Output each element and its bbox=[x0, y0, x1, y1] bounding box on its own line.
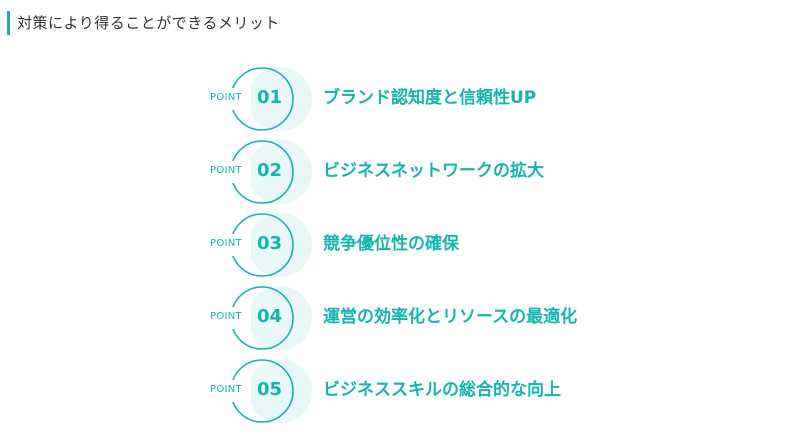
point-label: POINT bbox=[210, 165, 242, 176]
point-circle-icon bbox=[205, 67, 312, 131]
point-badge: POINT 03 bbox=[205, 212, 315, 278]
point-badge: POINT 01 bbox=[205, 66, 315, 132]
point-badge: POINT 04 bbox=[205, 285, 315, 351]
point-label: POINT bbox=[210, 384, 242, 395]
point-item: POINT 02 ビジネスネットワークの拡大 bbox=[205, 139, 725, 212]
point-number: 04 bbox=[257, 306, 283, 327]
point-text: 運営の効率化とリソースの最適化 bbox=[323, 307, 578, 327]
point-number: 05 bbox=[257, 379, 283, 400]
point-text: ビジネススキルの総合的な向上 bbox=[323, 380, 561, 400]
point-label: POINT bbox=[210, 311, 242, 322]
point-circle-icon bbox=[205, 286, 312, 350]
point-circle-icon bbox=[205, 359, 312, 423]
point-number: 01 bbox=[257, 87, 283, 108]
section-title: 対策により得ることができるメリット bbox=[7, 11, 280, 35]
point-item: POINT 03 競争優位性の確保 bbox=[205, 212, 725, 285]
points-list: POINT 01 ブランド認知度と信頼性UP POINT 02 ビジネスネットワ… bbox=[205, 66, 725, 431]
point-text: 競争優位性の確保 bbox=[323, 234, 459, 254]
point-number: 03 bbox=[257, 233, 283, 254]
point-label: POINT bbox=[210, 238, 242, 249]
point-item: POINT 01 ブランド認知度と信頼性UP bbox=[205, 66, 725, 139]
point-badge: POINT 05 bbox=[205, 358, 315, 424]
point-item: POINT 04 運営の効率化とリソースの最適化 bbox=[205, 285, 725, 358]
point-text: ブランド認知度と信頼性UP bbox=[323, 88, 537, 108]
point-text: ビジネスネットワークの拡大 bbox=[323, 161, 544, 181]
point-label: POINT bbox=[210, 92, 242, 103]
point-item: POINT 05 ビジネススキルの総合的な向上 bbox=[205, 358, 725, 431]
point-circle-icon bbox=[205, 140, 312, 204]
point-badge: POINT 02 bbox=[205, 139, 315, 205]
point-number: 02 bbox=[257, 160, 283, 181]
point-circle-icon bbox=[205, 213, 312, 277]
